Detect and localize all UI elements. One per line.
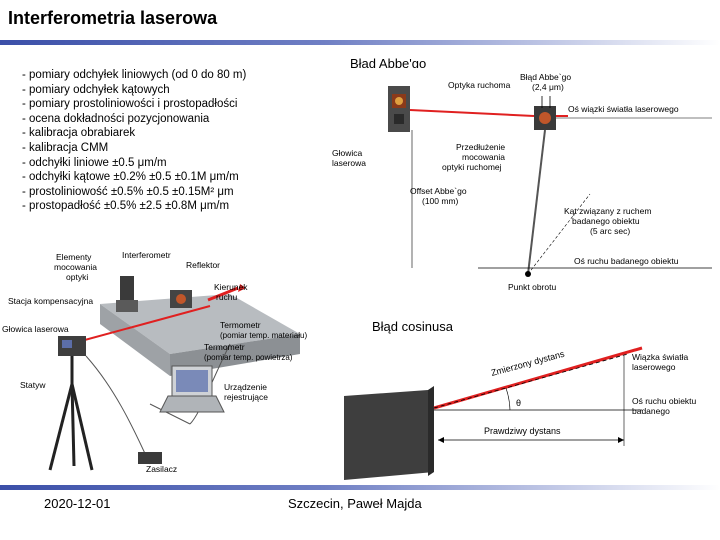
thermometer-2-label-2: (pomiar temp. powietrza) <box>204 353 293 362</box>
thermometer-1-label-2: (pomiar temp. materiału) <box>220 331 307 340</box>
error-label-2: (2,4 μm) <box>532 82 564 92</box>
optics-label-1: Elementy <box>56 252 92 262</box>
motion-label-2: badanego <box>632 406 670 416</box>
footer-divider <box>0 485 720 490</box>
offset-label-2: (100 mm) <box>422 196 459 206</box>
head-label-1: Głowica <box>332 148 363 158</box>
list-item: - kalibracja obrabiarek <box>22 127 136 140</box>
beam-label-1: Wiązka światła <box>632 352 688 362</box>
list-item: - pomiary prostoliniowości i prostopadło… <box>22 98 238 111</box>
direction-label-1: Kierunek <box>214 282 248 292</box>
true-distance-label: Prawdziwy dystans <box>484 426 561 436</box>
list-item: - prostopadłość ±0.5% ±2.5 ±0.8M μm/m <box>22 200 230 213</box>
extension-label-1: Przedłużenie <box>456 142 505 152</box>
extension-label-3: optyki ruchomej <box>442 162 502 172</box>
capabilities-list: - pomiary odchyłek liniowych (od 0 do 80… <box>22 68 246 214</box>
head-label-2: laserowa <box>332 158 366 168</box>
moving-optic-icon <box>534 106 556 130</box>
thermometer-1-label-1: Termometr <box>220 320 261 330</box>
direction-label-2: ruchu <box>216 292 238 302</box>
reflector-label: Reflektor <box>186 260 220 270</box>
head-label: Głowica laserowa <box>2 324 69 334</box>
tripod-icon <box>48 356 94 471</box>
footer-date: 2020-12-01 <box>44 496 111 511</box>
laser-body-icon <box>344 386 434 480</box>
list-item: - prostoliniowość ±0.5% ±0.5 ±0.15M² μm <box>22 185 234 198</box>
list-item: - pomiary odchyłek liniowych (od 0 do 80… <box>22 69 247 81</box>
cosine-heading: Błąd cosinusa <box>372 319 453 334</box>
optics-label-3: optyki <box>66 272 88 282</box>
motion-axis-label: Oś ruchu badanego obiektu <box>574 256 679 266</box>
theta-label: θ <box>516 398 521 408</box>
power-label: Zasilacz <box>146 464 177 474</box>
laptop-icon <box>159 365 225 413</box>
compensation-label: Stacja kompensacyjna <box>8 296 93 306</box>
power-supply-icon <box>138 452 162 464</box>
list-item: - ocena dokładności pozycjonowania <box>22 112 210 125</box>
page-title: Interferometria laserowa <box>8 8 218 28</box>
abbe-diagram: Optyka ruchoma Błąd Abbe`go (2,4 μm) Oś … <box>328 68 720 294</box>
beam-axis-label: Oś wiązki światła laserowego <box>568 104 679 114</box>
setup-illustration: Interferometr Elementy mocowania optyki … <box>0 244 330 480</box>
optic-label: Optyka ruchoma <box>448 80 511 90</box>
beam-label-2: laserowego <box>632 362 676 372</box>
title-divider <box>0 40 720 45</box>
extension-label-2: mocowania <box>462 152 505 162</box>
list-item: - odchyłki kątowe ±0.2% ±0.5 ±0.1M μm/m <box>22 171 239 184</box>
error-label-1: Błąd Abbe`go <box>520 72 571 82</box>
pivot-label: Punkt obrotu <box>508 282 556 292</box>
list-item: - kalibracja CMM <box>22 141 109 154</box>
angle-label-3: (5 arc sec) <box>590 226 630 236</box>
angle-label-1: Kąt związany z ruchem <box>564 206 651 216</box>
thermometer-2-label-1: Termometr <box>204 342 245 352</box>
list-item: - odchyłki liniowe ±0.5 μm/m <box>22 156 167 169</box>
laser-head-icon <box>388 86 410 132</box>
abbe-heading: Błąd Abbe'go <box>350 56 427 71</box>
footer-author: Szczecin, Paweł Majda <box>288 496 422 511</box>
device-label-1: Urządzenie <box>224 382 267 392</box>
reflector-icon <box>170 290 192 308</box>
interferometer-icon <box>116 276 138 312</box>
machine-table-icon <box>100 294 300 376</box>
laser-head-icon <box>58 336 86 356</box>
list-item: - pomiary odchyłek kątowych <box>22 83 170 96</box>
angle-label-2: badanego obiektu <box>572 216 640 226</box>
offset-label-1: Offset Abbe`go <box>410 186 467 196</box>
device-label-2: rejestrujące <box>224 392 268 402</box>
tripod-label: Statyw <box>20 380 46 390</box>
cosine-diagram: Zmierzony dystans Wiązka światła laserow… <box>342 334 710 480</box>
optics-label-2: mocowania <box>54 262 97 272</box>
motion-label-1: Oś ruchu obiektu <box>632 396 697 406</box>
interferometer-label: Interferometr <box>122 250 171 260</box>
